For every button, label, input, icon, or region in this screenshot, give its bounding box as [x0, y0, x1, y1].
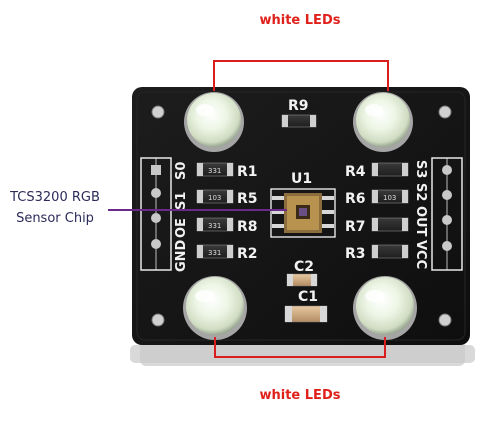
r3-label: R3: [345, 246, 366, 262]
r2-code: 331: [208, 249, 221, 257]
c1-label: C1: [298, 289, 318, 305]
pin-label-oe: OE: [174, 218, 189, 238]
resistor-r5: 103 R5: [196, 189, 258, 207]
pin-label-s1: S1: [174, 192, 189, 210]
r1-label: R1: [237, 164, 258, 180]
pin-label-out: OUT: [413, 206, 428, 237]
pin-label-s3: S3: [413, 160, 428, 178]
led-bottom-right: [353, 276, 417, 340]
r4-label: R4: [345, 164, 366, 180]
resistor-r4: R4: [345, 162, 409, 180]
pin-label-gnd: GND: [174, 239, 189, 272]
r5-label: R5: [237, 191, 258, 207]
bottom-led-bracket: [214, 337, 386, 358]
sensor-label-line2: Sensor Chip: [16, 211, 94, 226]
capacitor-c2: C2: [286, 259, 318, 287]
resistor-r8: 331 R8: [196, 217, 258, 235]
r7-label: R7: [345, 219, 366, 235]
bottom-led-label: white LEDs: [260, 388, 341, 403]
r9-label: R9: [288, 98, 309, 114]
capacitor-c1: C1: [284, 289, 328, 323]
pin-label-vcc: VCC: [413, 240, 428, 269]
led-bottom-left: [183, 276, 247, 340]
resistor-r9: R9: [281, 98, 317, 128]
c2-label: C2: [294, 259, 314, 275]
resistor-r6: R6 103: [345, 189, 409, 207]
r5-code: 103: [208, 194, 221, 202]
left-header-labels: S0 S1 OE GND: [174, 162, 189, 272]
mounting-hole: [151, 105, 165, 119]
pin-label-s0: S0: [174, 162, 189, 180]
pin-label-s2: S2: [413, 183, 428, 201]
top-led-bracket: [213, 60, 389, 91]
r6-code: 103: [383, 194, 396, 202]
mounting-hole: [438, 313, 452, 327]
r6-label: R6: [345, 191, 366, 207]
left-pin-header: [140, 157, 172, 271]
sensor-chip-u1: U1: [270, 171, 336, 238]
resistor-r3: R3: [345, 244, 409, 262]
led-top-right: [353, 92, 413, 152]
resistor-r1: 331 R1: [196, 162, 258, 180]
resistor-r2: 331 R2: [196, 244, 258, 262]
mounting-hole: [438, 105, 452, 119]
r2-label: R2: [237, 246, 258, 262]
r8-code: 331: [208, 222, 221, 230]
right-pin-header: [431, 157, 463, 271]
u1-label: U1: [291, 171, 312, 187]
top-led-label: white LEDs: [260, 13, 341, 28]
sensor-label-line1: TCS3200 RGB: [9, 190, 100, 205]
mounting-hole: [151, 313, 165, 327]
r8-label: R8: [237, 219, 258, 235]
r1-code: 331: [208, 167, 221, 175]
resistor-r7: R7: [345, 217, 409, 235]
led-top-left: [184, 92, 244, 152]
right-header-labels: S3 S2 OUT VCC: [413, 160, 428, 269]
